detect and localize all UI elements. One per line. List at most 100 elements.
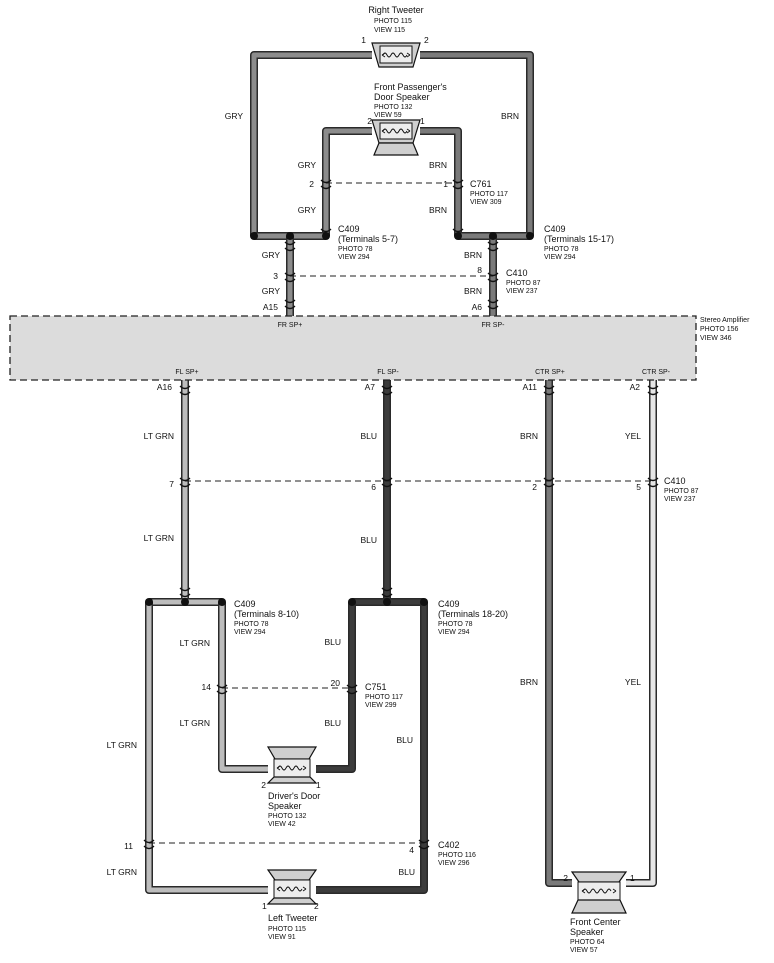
c409-8-10-terminals: (Terminals 8-10) [234,609,299,619]
c402-photo: PHOTO 116 [438,852,476,859]
pin-a11: A11 [523,382,538,392]
c409-15-17-name: C409 [544,224,566,234]
c410-top-photo: PHOTO 87 [506,280,541,287]
front-center-name-2: Speaker [570,927,604,937]
wire-label-gry: GRY [262,286,281,296]
wire-label-brn: BRN [501,111,519,121]
c409-15-17-terminals: (Terminals 15-17) [544,234,614,244]
wire-label-blu: BLU [360,431,377,441]
wire-label-gry: GRY [225,111,244,121]
wire-label-blu: BLU [360,535,377,545]
c402-pin-left: 11 [124,841,133,851]
c751-name: C751 [365,682,387,692]
drivers-door-name-2: Speaker [268,801,302,811]
pin-a2: A2 [630,382,641,392]
wire-ctr-sp-minus-yel [626,380,657,887]
terminal-fr-sp-minus: FR SP- [482,322,506,329]
wire-label-lt-grn: LT GRN [180,718,210,728]
left-tweeter-name: Left Tweeter [268,913,317,923]
terminal-fl-sp-minus: FL SP- [377,369,399,376]
front-center-pin-right: 1 [630,873,635,883]
drivers-door-pin-left: 2 [261,780,266,790]
wire-color-labels: GRY BRN GRY BRN GRY BRN GRY BRN GRY BRN … [107,111,642,877]
passenger-door-view: VIEW 59 [374,112,402,119]
wire-label-brn: BRN [464,250,482,260]
drivers-door-pin-right: 1 [316,780,321,790]
terminal-ctr-sp-minus: CTR SP- [642,369,671,376]
right-tweeter-name: Right Tweeter [368,5,423,15]
passenger-door-name-2: Door Speaker [374,92,430,102]
speaker-front-passenger-door [371,119,421,156]
wire-label-lt-grn: LT GRN [107,867,137,877]
wire-label-lt-grn: LT GRN [144,533,174,543]
right-tweeter-view: VIEW 115 [374,27,405,34]
wire-label-gry: GRY [298,205,317,215]
c410-bottom-pin-5: 5 [636,482,641,492]
front-center-view: VIEW 57 [570,947,598,954]
amplifier-name: Stereo Amplifier [700,317,750,324]
c410-top-pin-right: 8 [477,265,482,275]
left-tweeter-view: VIEW 91 [268,934,296,941]
c409-8-10-view: VIEW 294 [234,629,266,636]
left-tweeter-pin-right: 2 [314,901,319,911]
speaker-left-tweeter [266,869,318,905]
wire-label-lt-grn: LT GRN [107,740,137,750]
c761-pin-left: 2 [309,179,314,189]
wire-label-brn: BRN [429,205,447,215]
wire-label-blu: BLU [324,637,341,647]
c409-18-20-terminals: (Terminals 18-20) [438,609,508,619]
wire-label-gry: GRY [298,160,317,170]
wire-ctr-sp-plus-brn [545,380,572,887]
wire-label-blu: BLU [396,735,413,745]
c409-18-20-name: C409 [438,599,460,609]
connector-arcs [143,179,659,850]
c409-5-7-terminals: (Terminals 5-7) [338,234,398,244]
right-tweeter-pin-left: 1 [361,35,366,45]
pin-a7: A7 [365,382,376,392]
c409-15-17-view: VIEW 294 [544,254,576,261]
passenger-door-pin-right: 1 [420,116,425,126]
c761-pin-right: 1 [443,179,448,189]
c410-bottom-photo: PHOTO 87 [664,488,699,495]
c409-18-20-photo: PHOTO 78 [438,621,473,628]
connector-dashes [149,182,653,844]
front-center-name-1: Front Center [570,917,621,927]
c410-bottom-view: VIEW 237 [664,496,696,503]
wire-label-brn: BRN [429,160,447,170]
wire-label-yel: YEL [625,677,641,687]
c751-pin-left: 14 [202,682,212,692]
c409-15-17-photo: PHOTO 78 [544,246,579,253]
wire-label-gry: GRY [262,250,281,260]
speaker-right-tweeter [371,42,421,68]
c409-5-7-name: C409 [338,224,360,234]
c409-8-10-photo: PHOTO 78 [234,621,269,628]
c761-name: C761 [470,179,492,189]
stereo-amplifier: Stereo Amplifier PHOTO 156 VIEW 346 FR S… [9,302,750,392]
c410-bottom-pin-6: 6 [371,482,376,492]
terminal-fr-sp-plus: FR SP+ [278,322,303,329]
pin-a16: A16 [157,382,172,392]
c410-bottom-pin-7: 7 [169,479,174,489]
wire-label-blu: BLU [398,867,415,877]
c751-pin-right: 20 [331,678,341,688]
wire-label-brn: BRN [520,677,538,687]
c761-photo: PHOTO 117 [470,191,508,198]
front-center-photo: PHOTO 64 [570,939,605,946]
pin-a15: A15 [263,302,278,312]
c409-18-20-view: VIEW 294 [438,629,470,636]
c410-bottom-pin-2: 2 [532,482,537,492]
speaker-front-center [570,871,628,914]
right-tweeter-photo: PHOTO 115 [374,18,412,25]
wire-label-brn: BRN [464,286,482,296]
c402-view: VIEW 296 [438,860,470,867]
wire-label-yel: YEL [625,431,641,441]
wires [145,51,657,894]
drivers-door-view: VIEW 42 [268,821,296,828]
splice-nodes [145,232,534,606]
right-tweeter-pin-right: 2 [424,35,429,45]
drivers-door-photo: PHOTO 132 [268,813,306,820]
speaker-drivers-door [266,746,318,784]
wire-label-blu: BLU [324,718,341,728]
c409-5-7-photo: PHOTO 78 [338,246,373,253]
c751-view: VIEW 299 [365,702,397,709]
